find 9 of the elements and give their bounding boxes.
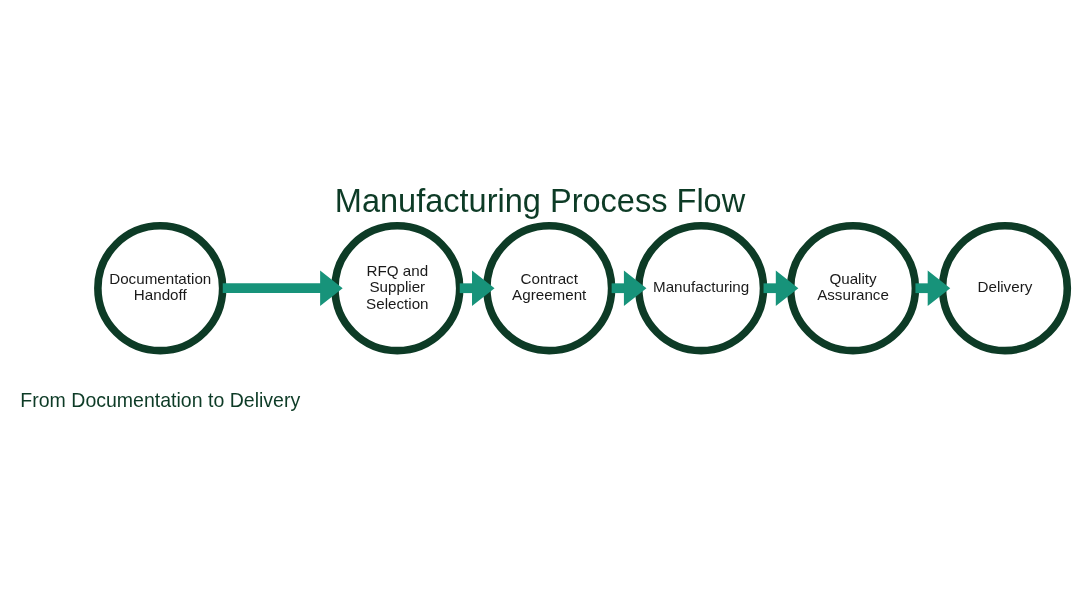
diagram-title: Manufacturing Process Flow: [334, 182, 746, 219]
node-circle: RFQ and Supplier Selection: [331, 222, 464, 355]
label: From Documentation to Delivery: [20, 388, 301, 411]
node-circle: Manufacturing: [634, 222, 768, 355]
node-circle: Contract Agreement: [483, 222, 616, 355]
arrow: [222, 270, 343, 306]
node-circle: Documentation Handoff: [94, 222, 227, 355]
node-circle: Quality Assurance: [786, 222, 920, 355]
node-circle: Delivery: [938, 222, 1072, 355]
